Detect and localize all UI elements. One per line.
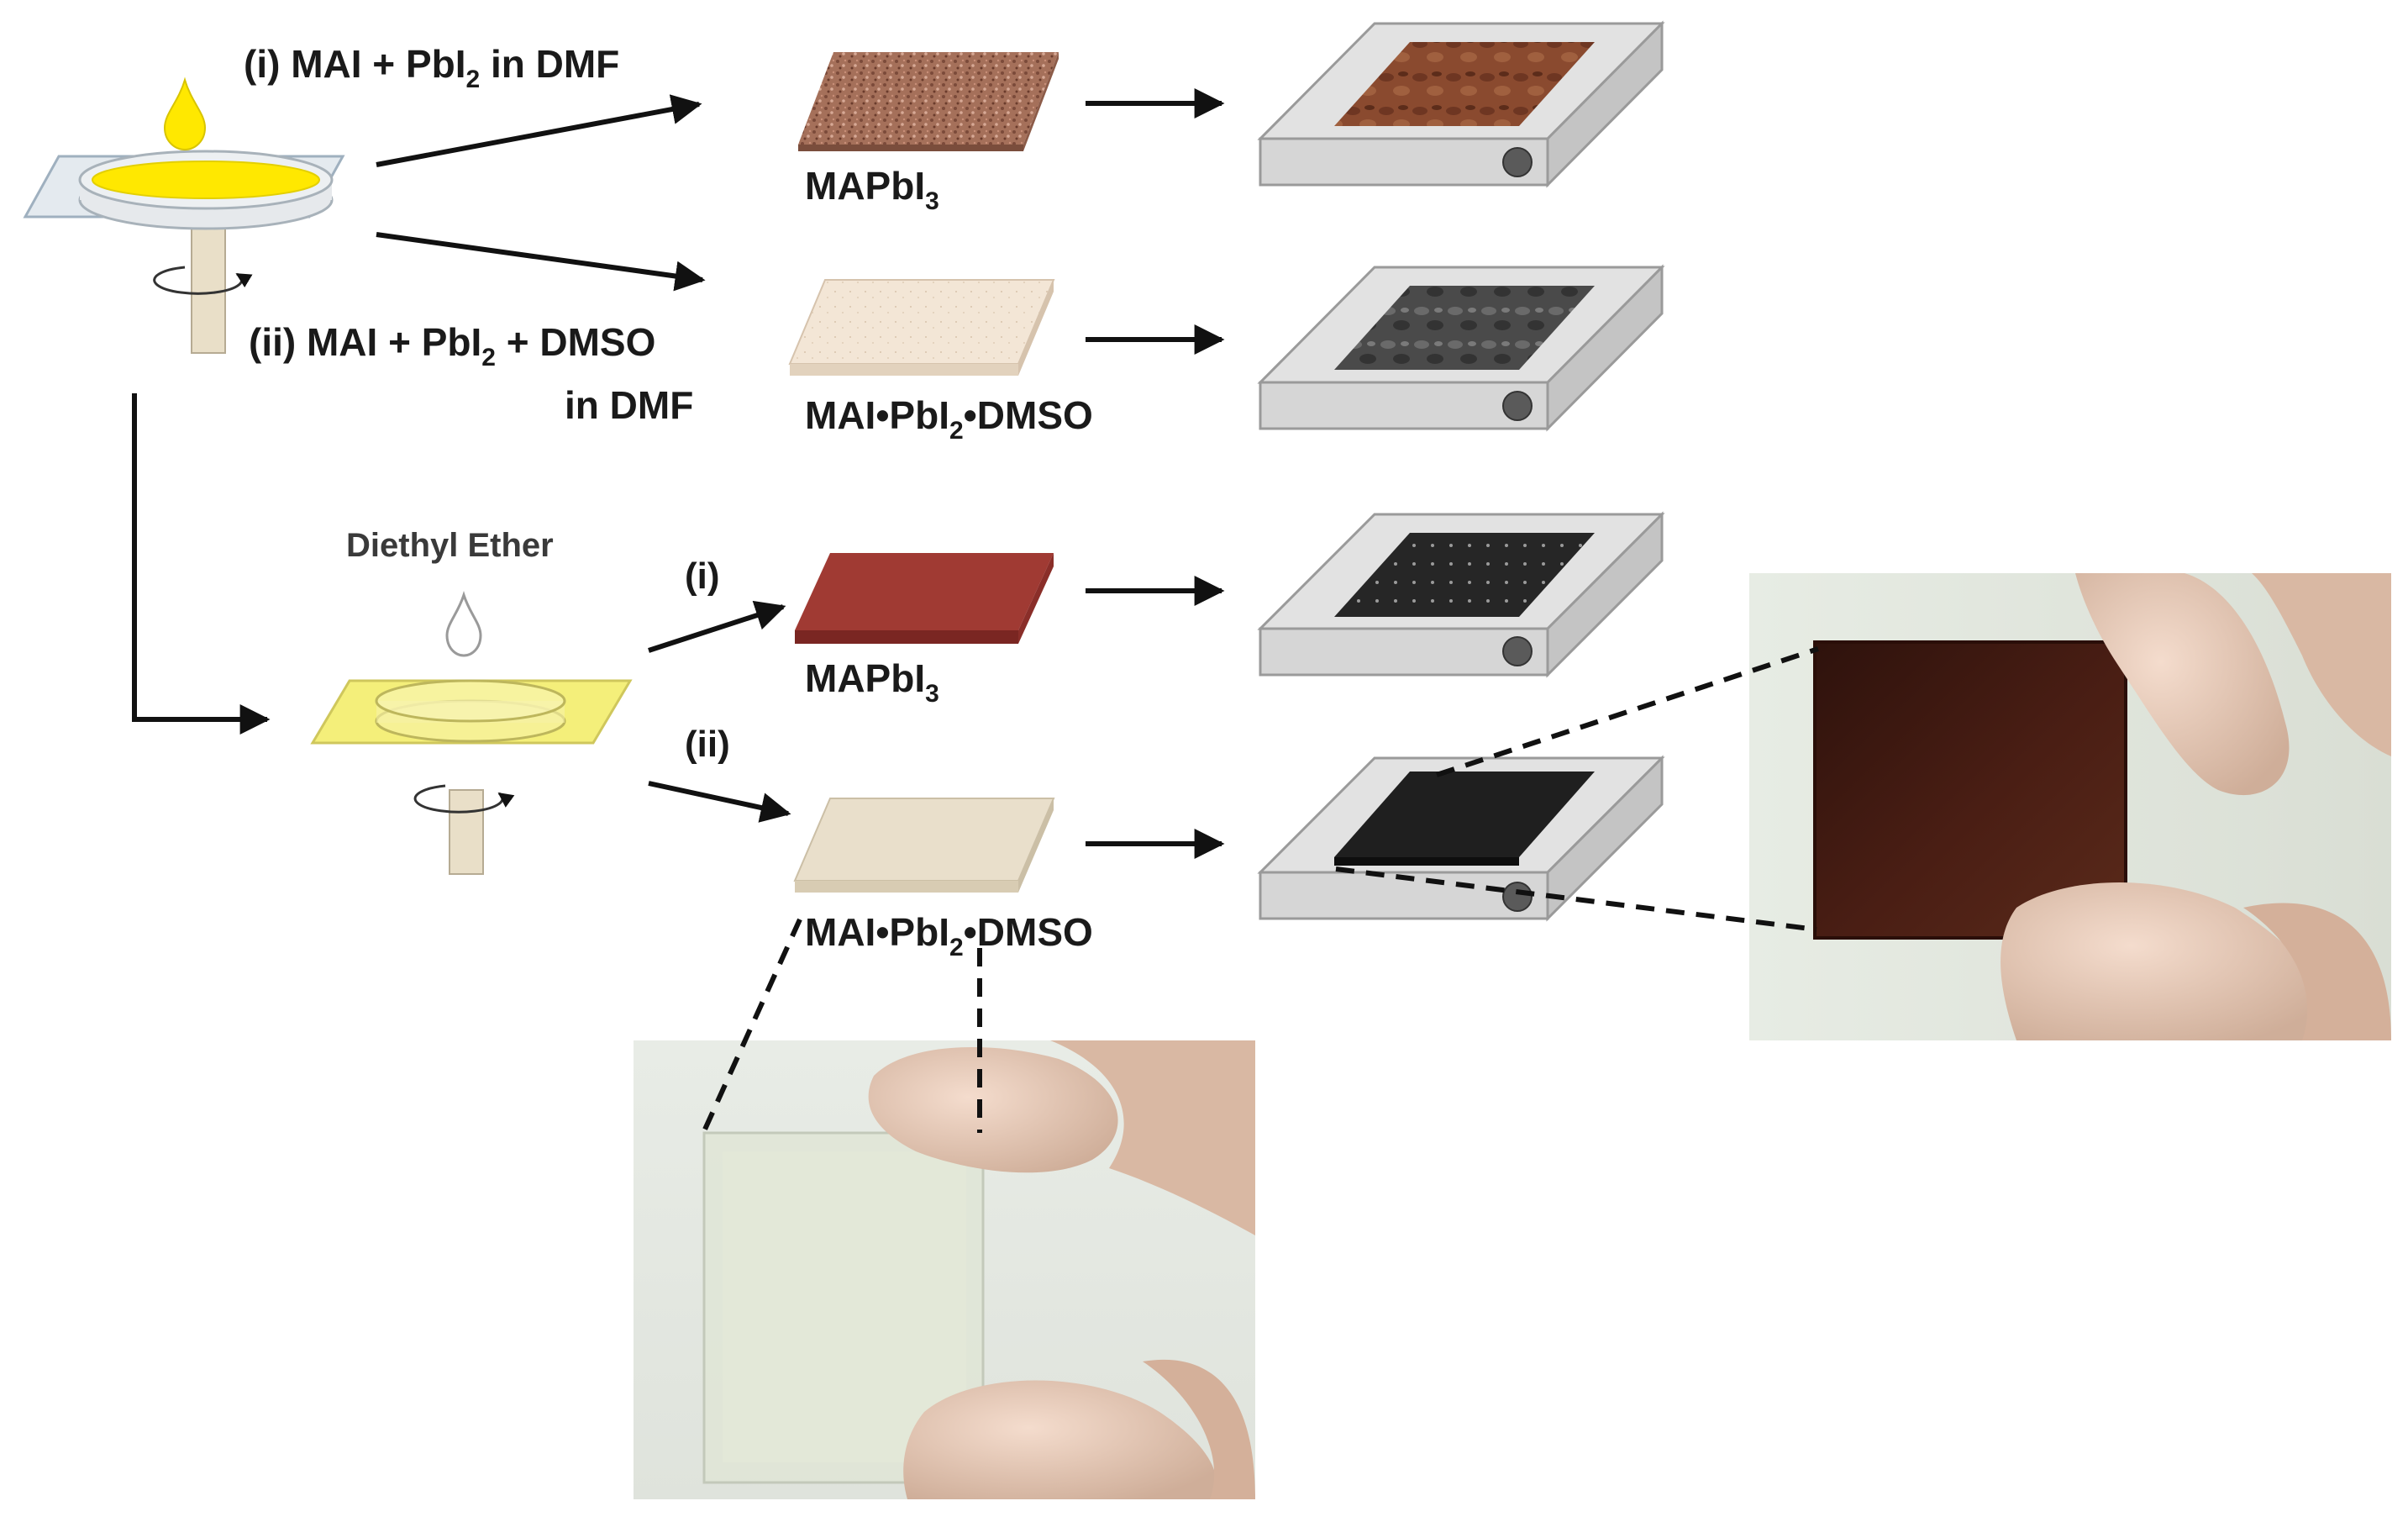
substrate-black-film — [1257, 755, 1665, 922]
zoom-lines — [702, 646, 1819, 1133]
rotation-arrow-icon — [413, 784, 515, 814]
svg-text:(i): (i) — [685, 556, 720, 597]
arrow-branch-i — [648, 600, 786, 653]
film-red-mapbi3 — [795, 553, 1054, 644]
substrate-dotted-black-film — [1257, 511, 1665, 678]
svg-text:(ii): (ii) — [685, 724, 730, 765]
droplet-icon — [163, 76, 207, 151]
branch-ii-label: (ii) — [685, 724, 730, 765]
arrow-branch-ii — [648, 781, 791, 823]
film-pale-adduct-top — [788, 279, 1055, 376]
arrow-route-ii — [376, 232, 706, 292]
film-rough-mapbi3 — [798, 52, 1059, 151]
svg-text:MAI•PbI2•DMSO: MAI•PbI2•DMSO — [805, 910, 1093, 961]
svg-text:in DMF: in DMF — [565, 383, 693, 427]
substrate-gray-film — [1257, 264, 1665, 432]
svg-text:Diethyl Ether: Diethyl Ether — [346, 527, 554, 564]
svg-text:MAPbI3: MAPbI3 — [805, 164, 939, 215]
spin-coater-top — [23, 76, 345, 354]
route-i-label: (i) MAI + PbI2 in DMF — [244, 42, 619, 93]
svg-text:(ii) MAI + PbI2 + DMSO: (ii) MAI + PbI2 + DMSO — [249, 320, 655, 371]
film-beige-adduct-bottom — [793, 798, 1055, 893]
route-ii-label: (ii) MAI + PbI2 + DMSO in DMF — [249, 320, 693, 427]
photo-black-film — [1749, 573, 2391, 1040]
svg-text:MAI•PbI2•DMSO: MAI•PbI2•DMSO — [805, 393, 1093, 445]
arrow-route-i — [376, 94, 702, 167]
droplet-icon — [445, 591, 482, 657]
connector-to-antisolvent — [132, 393, 271, 735]
branch-i-label: (i) — [685, 556, 720, 597]
svg-text:MAPbI3: MAPbI3 — [805, 656, 939, 708]
label-adduct-top: MAI•PbI2•DMSO — [805, 393, 1093, 445]
label-mapbi3-top: MAPbI3 — [805, 164, 939, 215]
substrate-brown-film — [1257, 20, 1665, 188]
label-adduct-bottom: MAI•PbI2•DMSO — [805, 910, 1093, 961]
svg-text:(i) MAI + PbI2 in DMF: (i) MAI + PbI2 in DMF — [244, 42, 619, 93]
photo-transparent-film — [634, 1040, 1255, 1499]
label-mapbi3-bottom: MAPbI3 — [805, 656, 939, 708]
spin-coater-bottom: Diethyl Ether — [310, 527, 633, 875]
rotation-arrow-icon — [153, 266, 253, 295]
